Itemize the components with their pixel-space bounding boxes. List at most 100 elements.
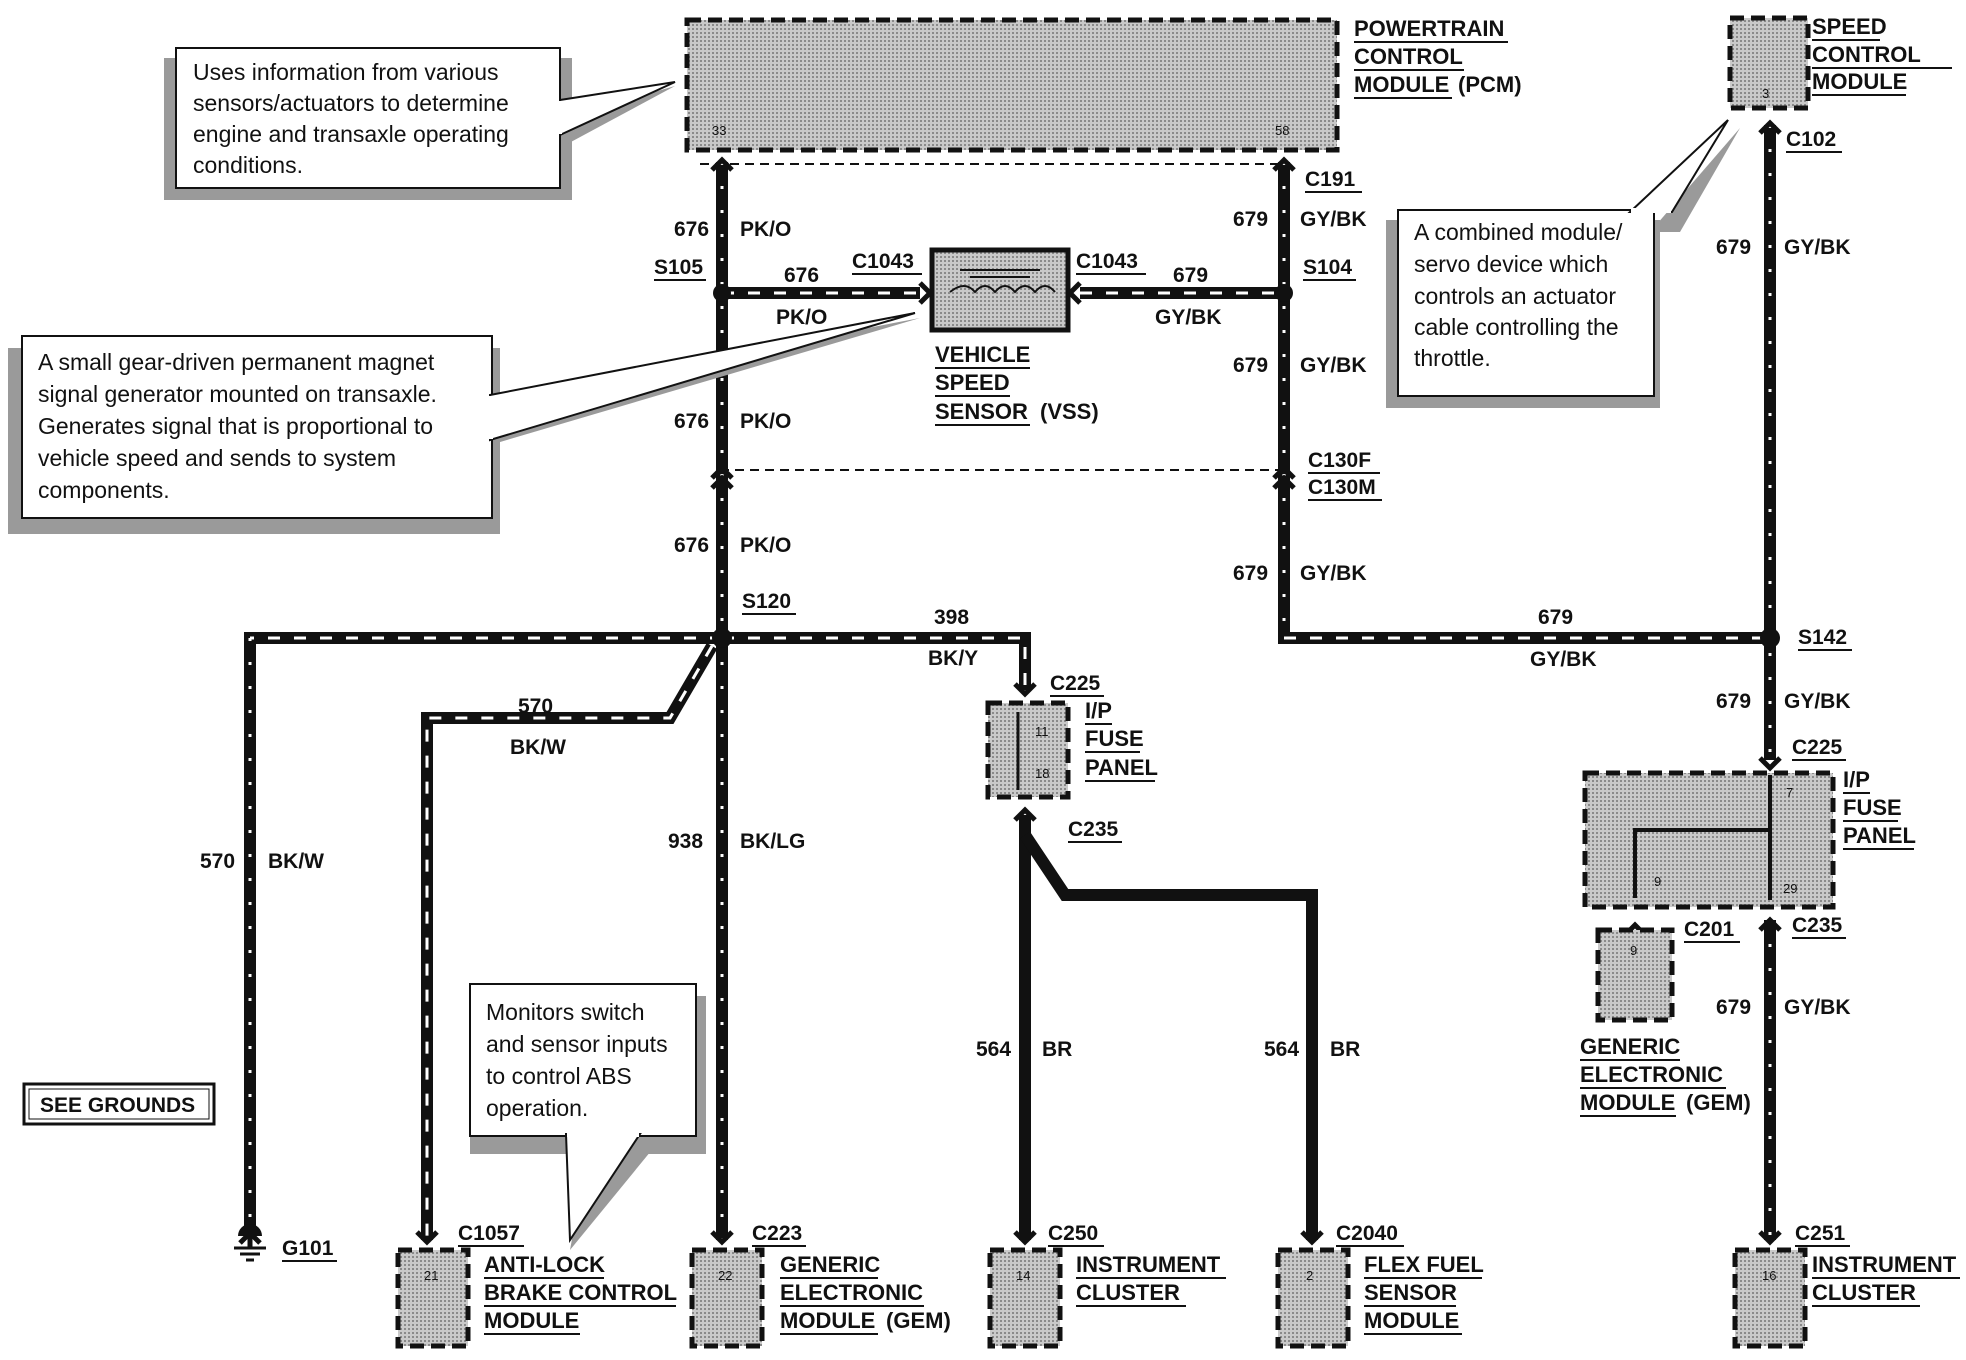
svg-text:POWERTRAIN: POWERTRAIN (1354, 16, 1504, 41)
gem-right-box: 9 (1595, 927, 1675, 1023)
svg-text:S105: S105 (654, 256, 703, 279)
svg-text:14: 14 (1016, 1268, 1030, 1283)
svg-text:ANTI-LOCK: ANTI-LOCK (484, 1252, 605, 1277)
svg-text:G101: G101 (282, 1237, 334, 1260)
svg-text:GY/BK: GY/BK (1784, 996, 1851, 1019)
svg-text:cable controlling the: cable controlling the (1414, 314, 1619, 340)
vss-sensor-symbol (929, 247, 1071, 333)
see-grounds-box[interactable]: SEE GROUNDS (22, 1082, 216, 1126)
svg-text:BR: BR (1330, 1038, 1360, 1061)
svg-text:C1057: C1057 (458, 1222, 520, 1245)
connector-chevrons (238, 119, 1782, 1246)
svg-text:GY/BK: GY/BK (1300, 562, 1367, 585)
speed-control-module-box: 3 (1727, 15, 1811, 111)
svg-text:VEHICLE: VEHICLE (935, 342, 1030, 367)
svg-text:PK/O: PK/O (740, 410, 791, 433)
abs-module-box: 21 (395, 1247, 471, 1349)
svg-text:GY/BK: GY/BK (1300, 208, 1367, 231)
wire-679-gy-bk-left (1080, 162, 1770, 644)
svg-text:16: 16 (1762, 1268, 1776, 1283)
gem-right-title: GENERIC ELECTRONIC MODULE (GEM) (1580, 1034, 1751, 1117)
pcm-title: POWERTRAIN CONTROL MODULE (PCM) (1354, 16, 1522, 99)
callout-speed-control: A combined module/ servo device which co… (1386, 119, 1740, 408)
svg-text:GENERIC: GENERIC (1580, 1034, 1680, 1059)
gem-bottom-title: GENERIC ELECTRONIC MODULE (GEM) (780, 1252, 951, 1335)
svg-text:Generates signal that is propo: Generates signal that is proportional to (38, 413, 433, 439)
svg-text:SPEED: SPEED (935, 370, 1010, 395)
svg-text:BK/Y: BK/Y (928, 647, 978, 670)
svg-text:22: 22 (718, 1268, 732, 1283)
svg-text:7: 7 (1786, 785, 1793, 800)
svg-text:9: 9 (1630, 943, 1637, 958)
svg-text:676: 676 (784, 264, 819, 287)
svg-text:I/P: I/P (1085, 698, 1112, 723)
pcm-box: 33 58 (684, 17, 1340, 153)
svg-text:GY/BK: GY/BK (1530, 648, 1597, 671)
svg-text:PK/O: PK/O (740, 218, 791, 241)
svg-text:398: 398 (934, 606, 969, 629)
svg-text:C2040: C2040 (1336, 1222, 1398, 1245)
callout-vss: A small gear-driven permanent magnet sig… (8, 312, 920, 534)
svg-text:MODULE: MODULE (484, 1308, 579, 1333)
svg-text:ELECTRONIC: ELECTRONIC (780, 1280, 923, 1305)
svg-text:679: 679 (1716, 236, 1751, 259)
ic-left-box: 14 (987, 1247, 1063, 1349)
svg-text:58: 58 (1275, 123, 1289, 138)
svg-text:MODULE: MODULE (1364, 1308, 1459, 1333)
abs-module-title: ANTI-LOCK BRAKE CONTROL MODULE (484, 1252, 677, 1335)
svg-text:BK/W: BK/W (510, 736, 566, 759)
flex-fuel-title: FLEX FUEL SENSOR MODULE (1364, 1252, 1484, 1335)
svg-text:21: 21 (424, 1268, 438, 1283)
svg-text:676: 676 (674, 410, 709, 433)
connector-labels: C191 C102 C1043 C1043 C130F C130M C225 C… (458, 128, 1850, 1247)
svg-text:(GEM): (GEM) (1686, 1090, 1751, 1115)
svg-text:679: 679 (1233, 354, 1268, 377)
svg-text:C225: C225 (1792, 736, 1843, 759)
svg-text:SENSOR: SENSOR (935, 399, 1028, 424)
svg-text:C1043: C1043 (852, 250, 914, 273)
svg-text:C130F: C130F (1308, 449, 1371, 472)
svg-text:C130M: C130M (1308, 476, 1376, 499)
svg-text:C225: C225 (1050, 672, 1101, 695)
svg-text:GENERIC: GENERIC (780, 1252, 880, 1277)
svg-text:570: 570 (518, 695, 553, 718)
svg-text:operation.: operation. (486, 1095, 588, 1121)
ic-right-title: INSTRUMENT CLUSTER (1812, 1252, 1960, 1307)
svg-text:sensors/actuators to determine: sensors/actuators to determine (193, 90, 509, 116)
svg-text:C223: C223 (752, 1222, 802, 1245)
svg-text:MODULE: MODULE (780, 1308, 875, 1333)
svg-text:679: 679 (1716, 996, 1751, 1019)
svg-text:A small gear-driven permanent: A small gear-driven permanent magnet (38, 349, 435, 375)
svg-text:679: 679 (1538, 606, 1573, 629)
svg-text:C191: C191 (1305, 168, 1356, 191)
ic-left-title: INSTRUMENT CLUSTER (1076, 1252, 1226, 1307)
splice-s105 (713, 284, 731, 302)
svg-text:33: 33 (712, 123, 726, 138)
svg-text:SEE GROUNDS: SEE GROUNDS (40, 1094, 195, 1117)
splice-s142 (1760, 628, 1780, 648)
svg-text:11: 11 (1035, 724, 1049, 739)
wire-564-br (1019, 815, 1318, 1240)
svg-text:C251: C251 (1795, 1222, 1846, 1245)
svg-text:CONTROL: CONTROL (1812, 42, 1921, 67)
svg-text:(VSS): (VSS) (1040, 399, 1099, 424)
svg-text:INSTRUMENT: INSTRUMENT (1812, 1252, 1957, 1277)
svg-text:676: 676 (674, 218, 709, 241)
svg-text:and sensor inputs: and sensor inputs (486, 1031, 668, 1057)
svg-text:I/P: I/P (1843, 767, 1870, 792)
svg-text:SPEED: SPEED (1812, 14, 1887, 39)
svg-text:PANEL: PANEL (1085, 755, 1158, 780)
svg-text:Uses information from various: Uses information from various (193, 59, 499, 85)
svg-text:controls an actuator: controls an actuator (1414, 283, 1616, 309)
svg-text:938: 938 (668, 830, 703, 853)
svg-text:GY/BK: GY/BK (1155, 306, 1222, 329)
svg-text:FUSE: FUSE (1843, 795, 1902, 820)
svg-text:679: 679 (1233, 562, 1268, 585)
fuse-panel-b-title: I/P FUSE PANEL (1843, 767, 1916, 850)
svg-text:PK/O: PK/O (740, 534, 791, 557)
svg-text:679: 679 (1233, 208, 1268, 231)
splice-s120 (712, 628, 732, 648)
svg-text:BR: BR (1042, 1038, 1072, 1061)
